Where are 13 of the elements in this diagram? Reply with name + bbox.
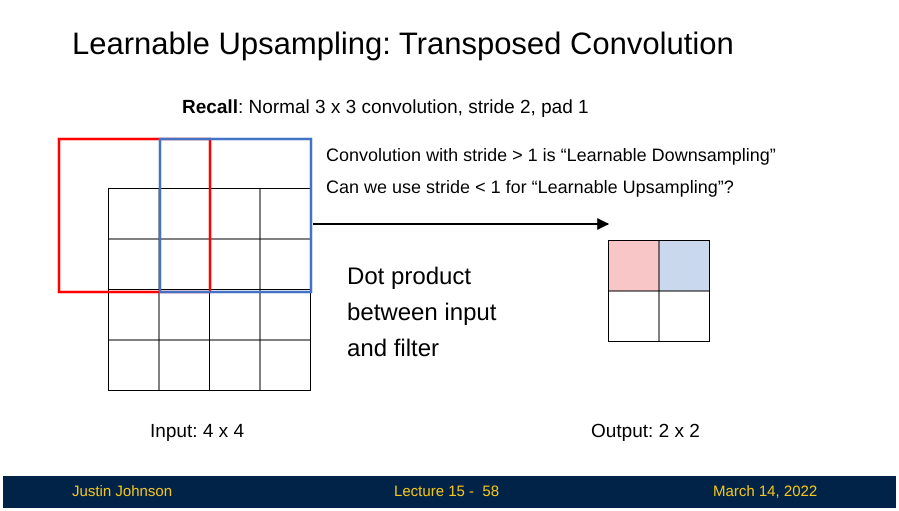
grid-caption: Input: 4 x 4 <box>150 420 244 444</box>
edge-label: Dot product between input and filter <box>347 262 498 364</box>
grid-drawing <box>608 240 710 342</box>
grid-drawing <box>57 137 313 391</box>
footer-text: Lecture 15 - 58 <box>394 483 500 501</box>
footer-text: Justin Johnson <box>72 483 172 501</box>
note-text: Convolution with stride > 1 is “Learnable Downsampling” <box>326 144 776 167</box>
subtitle: Recall: Normal 3 x 3 convolution, stride 2, pad 1 <box>182 96 589 120</box>
slide-title: Learnable Upsampling: Transposed Convolution <box>72 25 734 63</box>
grid-caption: Output: 2 x 2 <box>591 420 700 444</box>
footer-text: March 14, 2022 <box>713 483 818 501</box>
note-text: Can we use stride < 1 for “Learnable Upsampling”? <box>326 176 734 199</box>
arrow <box>313 218 610 230</box>
